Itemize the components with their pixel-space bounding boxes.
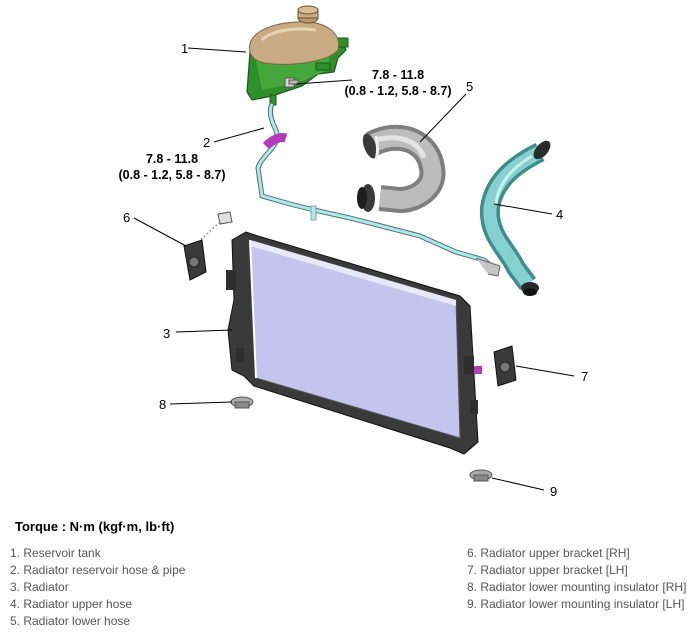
leader-lines xyxy=(133,47,575,491)
torque-spec-reservoir-value: 7.8 - 11.8 xyxy=(372,68,424,82)
torque-spec-bracket-alt: (0.8 - 1.2, 5.8 - 8.7) xyxy=(119,168,226,182)
torque-spec-bracket-value: 7.8 - 11.8 xyxy=(146,152,198,166)
radiator xyxy=(226,231,482,455)
legend-item: 5. Radiator lower hose xyxy=(10,614,131,628)
radiator-upper-hose xyxy=(479,140,551,296)
callout-7: 7 xyxy=(581,369,588,384)
callout-8: 8 xyxy=(159,397,166,412)
torque-spec-reservoir-alt: (0.8 - 1.2, 5.8 - 8.7) xyxy=(345,84,452,98)
reservoir-bolt-icon xyxy=(284,77,299,88)
callout-6: 6 xyxy=(123,210,130,225)
legend-item: 7. Radiator upper bracket [LH] xyxy=(467,563,628,577)
cooling-system-diagram: 1 2 3 4 5 6 7 8 9 7.8 - 11.8 (0.8 - 1.2,… xyxy=(119,5,588,499)
callout-1: 1 xyxy=(181,41,188,56)
legend-item: 9. Radiator lower mounting insulator [LH… xyxy=(467,597,685,611)
legend-item: 6. Radiator upper bracket [RH] xyxy=(467,546,630,560)
callout-2: 2 xyxy=(203,135,210,150)
callout-5: 5 xyxy=(466,79,473,94)
callout-4: 4 xyxy=(556,207,563,222)
radiator-lower-hose xyxy=(357,124,446,214)
legend-item: 4. Radiator upper hose xyxy=(10,597,133,611)
legend-item: 2. Radiator reservoir hose & pipe xyxy=(10,563,186,577)
lower-insulator-rh xyxy=(230,396,254,409)
reservoir-hose-pipe xyxy=(255,102,501,277)
bracket-bolt-icon xyxy=(195,211,233,245)
callout-3: 3 xyxy=(163,326,170,341)
upper-bracket-rh xyxy=(183,239,207,281)
upper-bracket-lh xyxy=(493,345,517,387)
callout-9: 9 xyxy=(550,484,557,499)
legend-item: 1. Reservoir tank xyxy=(10,546,101,560)
reservoir-tank xyxy=(246,5,349,106)
legend-right: 6. Radiator upper bracket [RH] 7. Radiat… xyxy=(467,545,686,613)
legend-left: 1. Reservoir tank 2. Radiator reservoir … xyxy=(10,545,185,630)
legend-item: 3. Radiator xyxy=(10,580,69,594)
lower-insulator-lh xyxy=(469,469,493,482)
legend-item: 8. Radiator lower mounting insulator [RH… xyxy=(467,580,687,594)
torque-heading: Torque : N·m (kgf·m, lb·ft) xyxy=(15,519,175,534)
